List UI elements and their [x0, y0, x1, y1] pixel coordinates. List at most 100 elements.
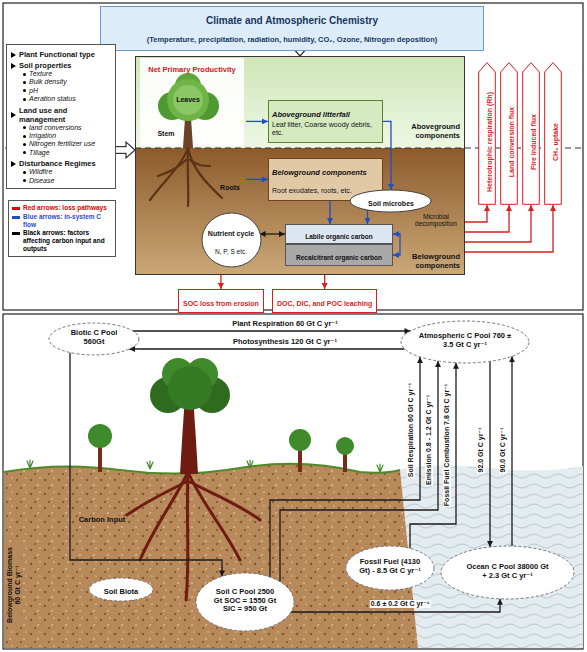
legend-swatch	[12, 207, 20, 210]
text-row: Atmospheric C Pool 760 ± 3.5 Gt C yr⁻¹	[415, 332, 515, 351]
bottom-panel	[147, 461, 153, 469]
node-text: Aboveground components	[400, 123, 460, 140]
node-text: DOC, DIC, and POC leaching	[277, 300, 372, 308]
climate-box: Climate and Atmospheric Chemistry(Temper…	[100, 6, 484, 51]
flux-label: Photosynthesis 120 Gt C yr⁻¹	[232, 338, 338, 347]
connector-line	[70, 353, 222, 577]
connector-line	[465, 205, 553, 252]
legend-text: Black arrows: factors affecting carbon i…	[23, 229, 112, 252]
factor-list-box: Plant Functional typeSoil propertiesText…	[6, 44, 116, 189]
ellipse-outline	[89, 578, 153, 601]
node-text: Belowground components	[396, 253, 460, 270]
legend-row: Red arrows: loss pathways	[12, 204, 112, 212]
flux-arrow-box: Land conversion flux	[500, 62, 518, 205]
text-row: Land use and management	[11, 106, 111, 124]
text-row: Net Primary Productivity	[138, 58, 246, 76]
flux-label: Plant Respiration 60 Gt C yr⁻¹	[231, 320, 339, 329]
tree-illustration	[187, 148, 190, 206]
flow-arrow	[129, 349, 405, 350]
connector-line	[133, 330, 411, 331]
ellipse-outline	[49, 323, 139, 355]
tree-illustration	[188, 148, 222, 198]
tree-illustration	[150, 148, 222, 206]
node-text: Aboveground litterfall	[272, 111, 350, 120]
node-text: Soil properties	[19, 61, 72, 70]
node-text: SOC loss from erosion	[183, 300, 259, 308]
bullet	[11, 63, 16, 69]
carbon-pool-oval: Soil C Pool 2500 Gt SOC = 1550 Gt SIC = …	[195, 572, 295, 632]
legend-swatch	[12, 216, 20, 219]
node-text: Climate and Atmospheric Chemistry	[206, 15, 378, 27]
bottom-panel	[120, 482, 186, 520]
flow-arrow	[280, 361, 438, 582]
node-text: Plant Functional type	[19, 50, 95, 59]
flow-arrow	[410, 363, 456, 549]
part-label: Belowground Biomass 60 Gt C yr⁻¹	[6, 543, 21, 627]
flux-arrow-box: Heterotrophic respiration (Rh)	[478, 62, 496, 205]
text-row: Climate and Atmospheric Chemistry	[105, 10, 479, 28]
arrow-outline	[479, 63, 496, 205]
text-row: Soil properties	[11, 61, 111, 70]
connector-line	[280, 361, 438, 582]
connector-line	[383, 121, 391, 190]
bottom-panel	[3, 314, 583, 649]
text-row: Aboveground litterfall	[272, 103, 379, 121]
connector-line	[220, 275, 221, 289]
node-text: Belowground components	[272, 169, 367, 178]
bottom-panel	[247, 460, 253, 468]
connector-line	[324, 275, 325, 289]
text-row: Plant Functional type	[11, 50, 111, 59]
legend-text: Red arrows: loss pathways	[23, 204, 107, 212]
text-row: Tillage	[11, 149, 111, 157]
connector-line	[511, 356, 512, 546]
bullet	[23, 89, 26, 92]
bottom-panel	[336, 437, 354, 455]
flow-arrow	[133, 331, 411, 332]
bottom-panel	[190, 482, 260, 520]
text-row: Disturbance Regimes	[11, 159, 111, 168]
text-row: Aeration status	[11, 95, 111, 103]
flow-arrow	[291, 599, 500, 612]
part-label: Stem	[157, 130, 174, 138]
arrow-outline	[501, 63, 518, 205]
loss-box: SOC loss from erosion	[178, 289, 264, 313]
node-text: Root exudates, roots, etc.	[272, 187, 352, 195]
legend: Red arrows: loss pathwaysBlue arrows: in…	[8, 200, 116, 257]
bullet	[23, 126, 26, 129]
node-text: Tillage	[29, 149, 50, 157]
legend-row: Black arrows: factors affecting carbon i…	[12, 229, 112, 252]
node-text: Labile organic carbon	[305, 233, 373, 240]
node-text: Disturbance Regimes	[19, 159, 96, 168]
bullet	[23, 179, 26, 182]
flux-label: Carbon Input	[78, 516, 127, 525]
part-label: Roots	[220, 184, 240, 192]
text-row: Ocean C Pool 38000 Gt + 2.3 Gt C yr⁻¹	[466, 563, 550, 582]
carbon-pool-oval: Fossil Fuel (4130 Gt) - 8.5 Gt C yr⁻¹	[345, 545, 435, 591]
text-row: Biotic C Pool 560Gt	[63, 329, 125, 348]
flow-arrow	[270, 357, 420, 577]
top-panel	[135, 148, 465, 275]
nutrient-circle: Nutrient cycleN, P, S etc.	[201, 212, 262, 268]
bottom-panel	[289, 429, 311, 451]
connector-line	[393, 234, 400, 255]
flow-arrow	[383, 121, 391, 190]
ellipse-outline	[401, 321, 529, 363]
connector-line	[410, 363, 456, 549]
carbon-pool-oval: Ocean C Pool 38000 Gt + 2.3 Gt C yr⁻¹	[440, 545, 575, 600]
node-text: Soil C Pool 2500 Gt SOC = 1550 Gt SIC = …	[212, 588, 278, 614]
bullet	[11, 161, 16, 167]
text-row: Aboveground components	[400, 123, 460, 142]
node-text: Net Primary Productivity	[148, 66, 236, 75]
part-label: Microbial decomposition	[410, 213, 462, 227]
ellipse-outline	[441, 546, 574, 599]
node-text: Soil Biota	[104, 588, 139, 597]
flow-arrow	[465, 205, 531, 242]
flux-arrow-box: CH₄ uptake	[544, 62, 562, 205]
node-text: Nutrient cycle	[208, 230, 254, 238]
connector-line	[367, 210, 368, 224]
node-text: Soil microbes	[368, 200, 414, 208]
bullet	[11, 112, 16, 118]
bottom-panel	[4, 464, 400, 474]
node-text: Fire induced flux	[530, 114, 538, 170]
